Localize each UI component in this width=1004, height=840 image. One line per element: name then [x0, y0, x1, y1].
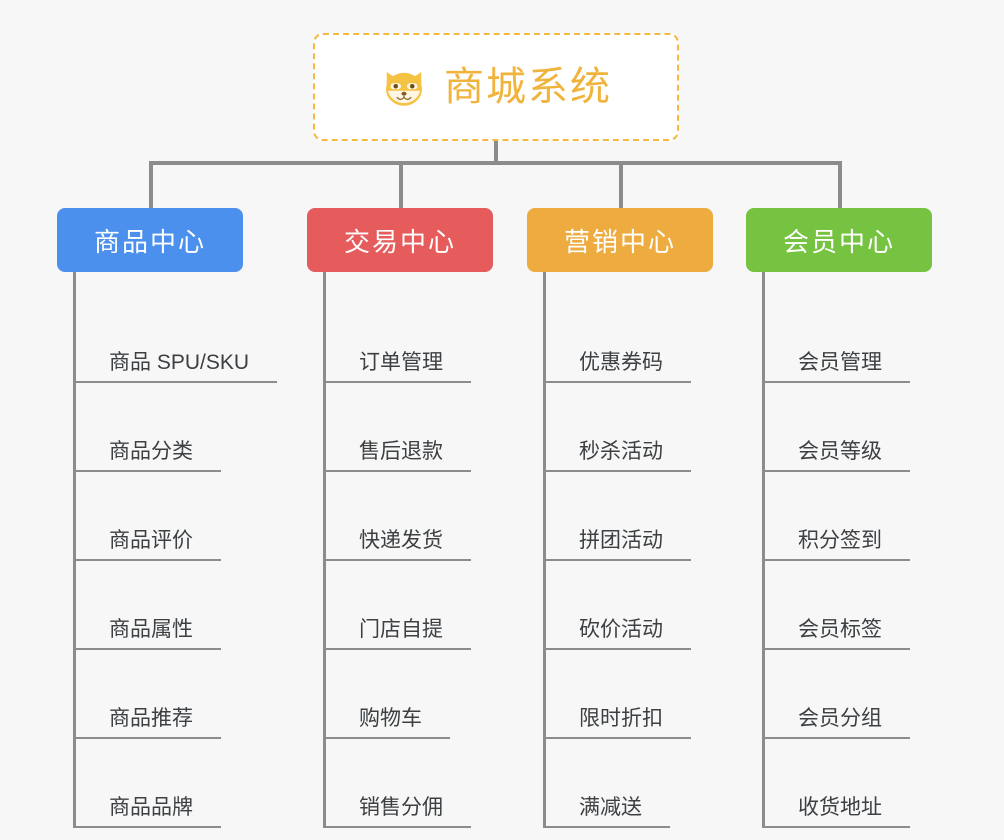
leaf-item[interactable]: 会员等级 — [765, 383, 932, 472]
leaf-item-label: 砍价活动 — [546, 618, 691, 650]
leaf-item[interactable]: 优惠券码 — [546, 294, 713, 383]
leaf-item-label: 会员等级 — [765, 440, 910, 472]
leaf-item[interactable]: 会员管理 — [765, 294, 932, 383]
leaf-item-label: 收货地址 — [765, 796, 910, 828]
leaf-item-label: 秒杀活动 — [546, 440, 691, 472]
leaf-item[interactable]: 商品推荐 — [76, 650, 277, 739]
leaf-list-2: 订单管理售后退款快递发货门店自提购物车销售分佣 — [323, 272, 493, 828]
leaf-item-label: 会员分组 — [765, 707, 910, 739]
leaf-item[interactable]: 商品属性 — [76, 561, 277, 650]
leaf-item[interactable]: 限时折扣 — [546, 650, 713, 739]
category-column-3: 营销中心 优惠券码秒杀活动拼团活动砍价活动限时折扣满减送 — [527, 208, 713, 828]
category-column-1: 商品中心 商品 SPU/SKU 商品分类商品评价商品属性商品推荐商品品牌 — [57, 208, 278, 828]
leaf-list-3: 优惠券码秒杀活动拼团活动砍价活动限时折扣满减送 — [543, 272, 713, 828]
leaf-item[interactable]: 会员分组 — [765, 650, 932, 739]
leaf-item[interactable]: 商品评价 — [76, 472, 277, 561]
leaf-item[interactable]: 拼团活动 — [546, 472, 713, 561]
leaf-item-label: 会员标签 — [765, 618, 910, 650]
root-node[interactable]: 商城系统 — [313, 33, 679, 141]
connector-drop-商品中心 — [149, 161, 153, 208]
category-box-商品中心[interactable]: 商品中心 — [57, 208, 243, 272]
leaf-item[interactable]: 快递发货 — [326, 472, 493, 561]
leaf-item[interactable]: 满减送 — [546, 739, 713, 828]
leaf-item-label: 购物车 — [326, 707, 450, 739]
connector-drop-会员中心 — [838, 161, 842, 208]
leaf-item[interactable]: 商品 SPU/SKU — [76, 294, 278, 383]
leaf-item[interactable]: 门店自提 — [326, 561, 493, 650]
leaf-item-label: 销售分佣 — [326, 796, 471, 828]
leaf-item-label: 积分签到 — [765, 529, 910, 561]
root-node-content: 商城系统 — [380, 63, 612, 111]
leaf-item-label: 门店自提 — [326, 618, 471, 650]
leaf-item[interactable]: 购物车 — [326, 650, 493, 739]
leaf-item[interactable]: 收货地址 — [765, 739, 932, 828]
leaf-item-label: 商品品牌 — [76, 796, 221, 828]
leaf-item-label: 售后退款 — [326, 440, 471, 472]
category-box-营销中心[interactable]: 营销中心 — [527, 208, 713, 272]
leaf-list-4: 会员管理会员等级积分签到会员标签会员分组收货地址 — [762, 272, 932, 828]
root-title: 商城系统 — [444, 65, 612, 109]
leaf-item-label: 拼团活动 — [546, 529, 691, 561]
leaf-item-label: 商品 SPU/SKU — [76, 351, 278, 383]
connector-drop-营销中心 — [619, 161, 623, 208]
category-title: 会员中心 — [782, 226, 895, 257]
leaf-item-label: 满减送 — [546, 796, 670, 828]
leaf-item-label: 商品分类 — [76, 440, 221, 472]
leaf-item-label: 商品推荐 — [76, 707, 221, 739]
leaf-item-label: 优惠券码 — [546, 351, 691, 383]
category-title: 商品中心 — [93, 226, 206, 257]
leaf-item[interactable]: 积分签到 — [765, 472, 932, 561]
leaf-item[interactable]: 售后退款 — [326, 383, 493, 472]
leaf-item[interactable]: 销售分佣 — [326, 739, 493, 828]
leaf-item[interactable]: 砍价活动 — [546, 561, 713, 650]
leaf-item[interactable]: 秒杀活动 — [546, 383, 713, 472]
leaf-item-label: 订单管理 — [326, 351, 471, 383]
leaf-item[interactable]: 会员标签 — [765, 561, 932, 650]
leaf-item-label: 限时折扣 — [546, 707, 691, 739]
leaf-item[interactable]: 订单管理 — [326, 294, 493, 383]
category-title: 营销中心 — [563, 226, 676, 257]
category-box-交易中心[interactable]: 交易中心 — [307, 208, 493, 272]
category-box-会员中心[interactable]: 会员中心 — [746, 208, 932, 272]
connector-root-stem — [494, 141, 498, 165]
leaf-item[interactable]: 商品品牌 — [76, 739, 277, 828]
connector-drop-交易中心 — [399, 161, 403, 208]
category-column-2: 交易中心 订单管理售后退款快递发货门店自提购物车销售分佣 — [307, 208, 493, 828]
leaf-item-label: 商品属性 — [76, 618, 221, 650]
leaf-item[interactable]: 商品分类 — [76, 383, 277, 472]
category-column-4: 会员中心 会员管理会员等级积分签到会员标签会员分组收货地址 — [746, 208, 932, 828]
leaf-item-label: 商品评价 — [76, 529, 221, 561]
shiba-dog-icon — [380, 63, 428, 111]
leaf-item-label: 快递发货 — [326, 529, 471, 561]
category-title: 交易中心 — [343, 226, 456, 257]
leaf-item-label: 会员管理 — [765, 351, 910, 383]
leaf-list-1: 商品 SPU/SKU 商品分类商品评价商品属性商品推荐商品品牌 — [73, 272, 278, 828]
connector-horizontal-bus — [149, 161, 842, 165]
